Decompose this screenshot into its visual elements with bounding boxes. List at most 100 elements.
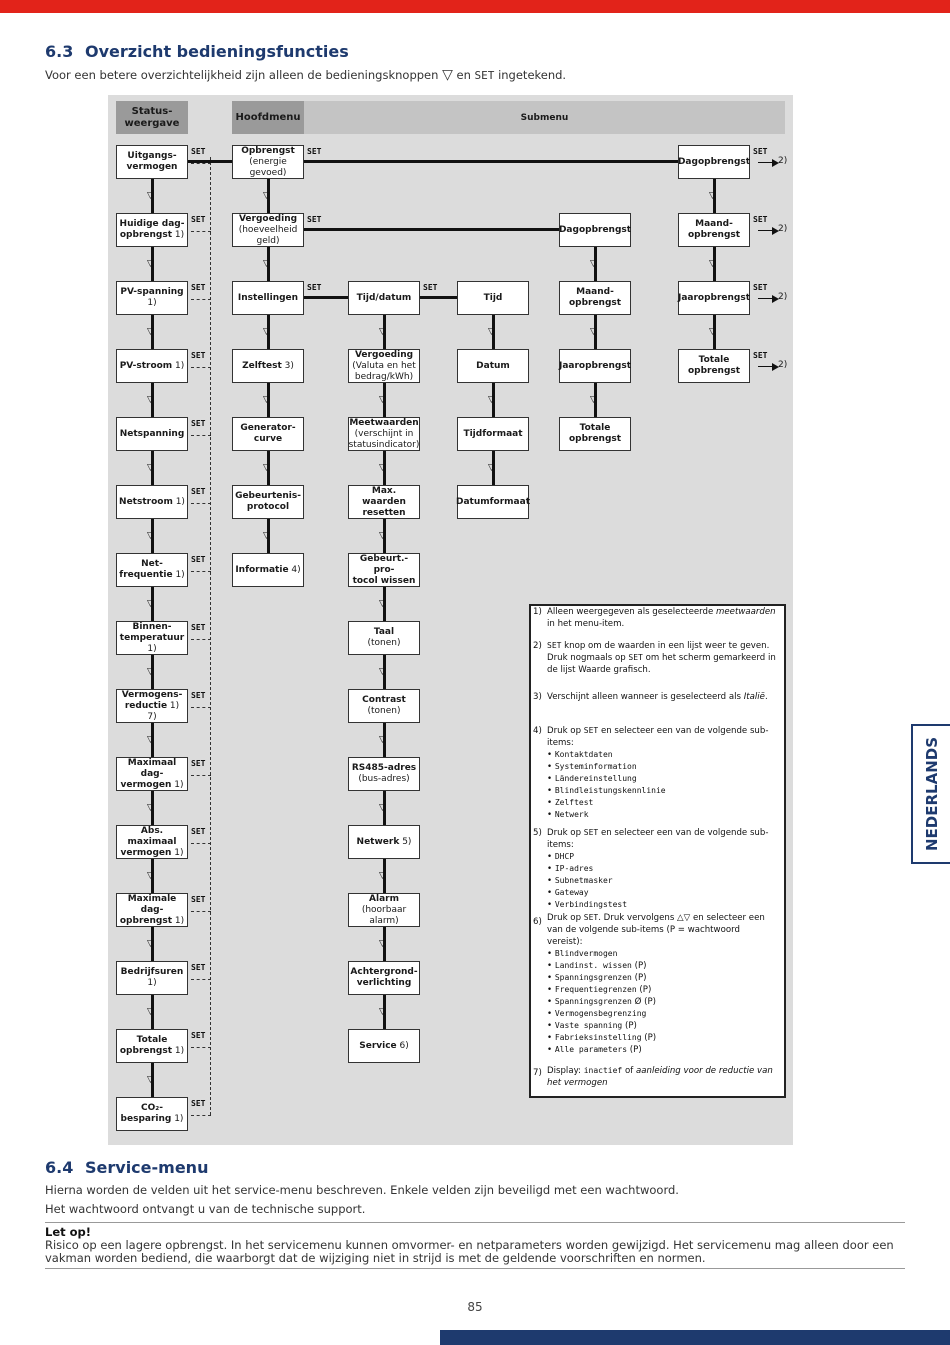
vergoeding-sub-item[interactable]: Totale opbrengst xyxy=(559,417,631,451)
list-item: • Kontaktdaten xyxy=(547,749,778,761)
main-menu-item[interactable]: Generator- curve xyxy=(232,417,304,451)
vergoeding-sub-item[interactable]: Dagopbrengst xyxy=(559,213,631,247)
set-key-label: SET xyxy=(753,283,768,292)
set-key-label: SET xyxy=(753,351,768,360)
list-item: • Subnetmasker xyxy=(547,875,778,887)
box-sublabel: (tonen) xyxy=(367,638,401,648)
down-triangle-icon: ▽ xyxy=(488,395,495,405)
box-sublabel: (Valuta en het bedrag/kWh) xyxy=(352,360,416,382)
settings-item[interactable]: Achtergrond- verlichting xyxy=(348,961,420,995)
list-item-text: Frequentiegrenzen xyxy=(554,985,637,994)
note-number: 5) xyxy=(533,828,542,838)
settings-item[interactable]: Contrast(tonen) xyxy=(348,689,420,723)
settings-item[interactable]: Netwerk 5) xyxy=(348,825,420,859)
status-item[interactable]: PV-spanning 1) xyxy=(116,281,188,315)
down-triangle-icon: ▽ xyxy=(488,327,495,337)
box-label: Totale opbrengst xyxy=(119,1035,172,1056)
bullet-icon: • xyxy=(547,888,555,898)
vergoeding-sub-item[interactable]: Jaaropbrengst xyxy=(559,349,631,383)
main-menu-item[interactable]: Vergoeding(hoeveelheid geld) xyxy=(232,213,304,247)
status-item[interactable]: Bedrijfsuren 1) xyxy=(116,961,188,995)
status-item[interactable]: Maximale dag- opbrengst 1) xyxy=(116,893,188,927)
footnote-ref: 1) xyxy=(172,360,185,371)
status-item[interactable]: Net- frequentie 1) xyxy=(116,553,188,587)
list-item-text: Spanningsgrenzen xyxy=(554,973,632,982)
vergoeding-sub-item[interactable]: Maand- opbrengst xyxy=(559,281,631,315)
time-item[interactable]: Datum xyxy=(457,349,529,383)
note-text: en selecteer een van de volgende sub-ite… xyxy=(547,726,769,748)
status-item[interactable]: Netstroom 1) xyxy=(116,485,188,519)
box-label: Totale opbrengst xyxy=(568,423,622,444)
main-menu-item[interactable]: Opbrengst(energie gevoed) xyxy=(232,145,304,179)
box-content: Maximaal dag- vermogen 1) xyxy=(119,758,185,791)
status-item[interactable]: Uitgangs- vermogen xyxy=(116,145,188,179)
connector-line xyxy=(267,247,270,281)
settings-item[interactable]: Meetwaarden(verschijnt in statusindicato… xyxy=(348,417,420,451)
connector-line xyxy=(383,723,386,757)
status-item[interactable]: Abs. maximaal vermogen 1) xyxy=(116,825,188,859)
main-menu-item[interactable]: Zelftest 3) xyxy=(232,349,304,383)
status-item[interactable]: Netspanning xyxy=(116,417,188,451)
status-item[interactable]: Maximaal dag- vermogen 1) xyxy=(116,757,188,791)
list-item: • Systeminformation xyxy=(547,761,778,773)
down-triangle-icon: ▽ xyxy=(379,531,386,541)
note-text: knop om de waarden in een lijst weer te … xyxy=(547,641,770,663)
note-text: om het scherm gemarkeerd in de lijst Waa… xyxy=(547,653,776,675)
connector-line xyxy=(151,179,154,213)
language-label: NEDERLANDS xyxy=(923,736,941,852)
bullet-icon: • xyxy=(547,852,555,862)
set-key-label: SET xyxy=(191,487,206,496)
box-content: Taal(tonen) xyxy=(367,627,400,649)
connector-line xyxy=(151,1063,154,1097)
footnote-ref: 1) xyxy=(147,643,157,654)
settings-item[interactable]: Taal(tonen) xyxy=(348,621,420,655)
main-menu-item[interactable]: Instellingen xyxy=(232,281,304,315)
settings-item[interactable]: Service 6) xyxy=(348,1029,420,1063)
status-item[interactable]: Totale opbrengst 1) xyxy=(116,1029,188,1063)
time-item[interactable]: Tijd xyxy=(457,281,529,315)
connector-line xyxy=(151,995,154,1029)
note-6: 6) Druk op SET. Druk vervolgens △▽ en se… xyxy=(533,912,778,1056)
status-item[interactable]: Binnen- temperatuur 1) xyxy=(116,621,188,655)
settings-item[interactable]: Alarm(hoorbaar alarm) xyxy=(348,893,420,927)
connector-line xyxy=(383,587,386,621)
down-triangle-icon: ▽ xyxy=(379,871,386,881)
status-item[interactable]: Huidige dag- opbrengst 1) xyxy=(116,213,188,247)
time-item[interactable]: Datumformaat xyxy=(456,485,530,519)
status-item[interactable]: CO₂- besparing 1) xyxy=(116,1097,188,1131)
status-item[interactable]: PV-stroom 1) xyxy=(116,349,188,383)
settings-item[interactable]: Tijd/datum xyxy=(348,281,420,315)
settings-item[interactable]: Gebeurt.-pro- tocol wissen xyxy=(348,553,420,587)
opbrengst-sub-item[interactable]: Jaaropbrengst xyxy=(678,281,750,315)
box-content: RS485-adres(bus-adres) xyxy=(352,763,416,785)
time-item[interactable]: Tijdformaat xyxy=(457,417,529,451)
connector-line xyxy=(594,315,597,349)
list-item-text: Blindvermogen xyxy=(554,949,618,958)
connector-line xyxy=(304,228,559,231)
footnote-ref: 4) xyxy=(288,564,301,575)
note-italic: meetwaarden xyxy=(716,607,776,617)
set-key-label: SET xyxy=(307,147,322,156)
opbrengst-sub-item[interactable]: Dagopbrengst xyxy=(678,145,750,179)
box-label: Maximale dag- opbrengst xyxy=(119,893,177,926)
opbrengst-sub-item[interactable]: Maand- opbrengst xyxy=(678,213,750,247)
bullet-icon: • xyxy=(547,876,555,886)
settings-item[interactable]: Vergoeding(Valuta en het bedrag/kWh) xyxy=(348,349,420,383)
set-key-label: SET xyxy=(583,726,599,735)
status-item[interactable]: Vermogens- reductie 1) 7) xyxy=(116,689,188,723)
main-menu-item[interactable]: Gebeurtenis- protocol xyxy=(232,485,304,519)
list-item-text: Verbindingstest xyxy=(554,900,628,909)
down-triangle-icon: ▽ xyxy=(147,735,154,745)
box-label: Gebeurtenis- protocol xyxy=(235,491,301,512)
dashed-link xyxy=(191,503,211,504)
opbrengst-sub-item[interactable]: Totale opbrengst xyxy=(678,349,750,383)
connector-line xyxy=(383,383,386,417)
down-triangle-icon: ▽ xyxy=(147,939,154,949)
settings-item[interactable]: Max. waarden resetten xyxy=(348,485,420,519)
dashed-link xyxy=(191,231,211,232)
settings-item[interactable]: RS485-adres(bus-adres) xyxy=(348,757,420,791)
bullet-icon: • xyxy=(547,810,555,820)
main-menu-item[interactable]: Informatie 4) xyxy=(232,553,304,587)
box-label: Generator- curve xyxy=(240,423,296,444)
dashed-link xyxy=(191,571,211,572)
